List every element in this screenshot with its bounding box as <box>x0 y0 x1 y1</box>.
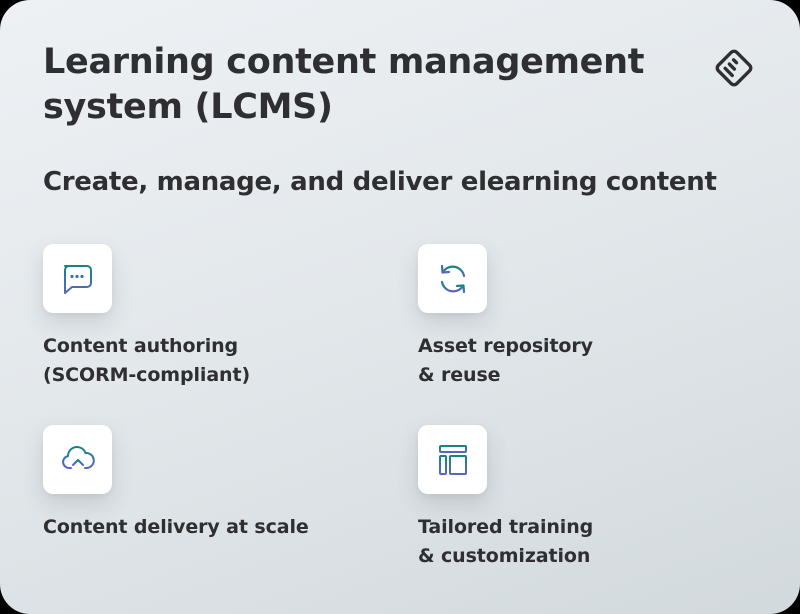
feature-label: Asset repository & reuse <box>418 335 593 386</box>
feature-content-authoring: Content authoring (SCORM-compliant) <box>43 244 373 390</box>
refresh-cycle-icon <box>440 264 465 293</box>
feature-tailored-training: Tailored training & customization <box>418 425 748 571</box>
brand-logo-icon <box>715 49 753 87</box>
icon-tile <box>418 425 487 494</box>
cloud-upload-icon <box>61 445 95 475</box>
feature-asset-repository: Asset repository & reuse <box>418 244 748 390</box>
icon-tile <box>43 244 112 313</box>
icon-tile <box>43 425 112 494</box>
feature-label: Tailored training & customization <box>418 516 594 567</box>
page-title: Learning content management system (LCMS… <box>43 42 645 127</box>
feature-label: Content authoring (SCORM-compliant) <box>43 335 251 386</box>
feature-label: Content delivery at scale <box>43 516 309 538</box>
page-subtitle: Create, manage, and deliver elearning co… <box>43 167 717 197</box>
icon-tile <box>418 244 487 313</box>
layout-template-icon <box>438 444 467 475</box>
chat-bubble-icon <box>63 264 92 294</box>
feature-content-delivery: Content delivery at scale <box>43 425 373 542</box>
